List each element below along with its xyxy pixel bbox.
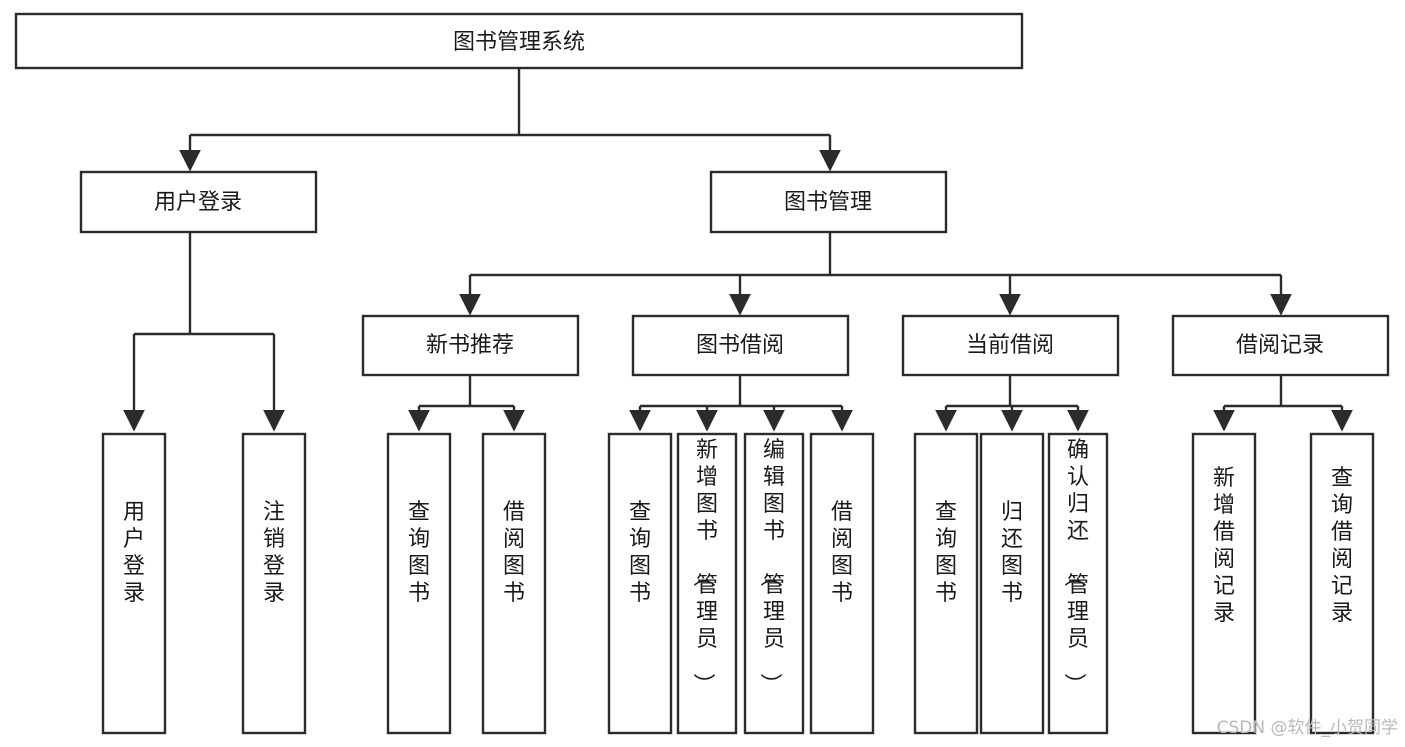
node-current-borrow-box[interactable] xyxy=(901,314,1120,377)
csdn-watermark: CSDN @软件_小贺同学 xyxy=(1217,718,1398,738)
node-leaf-user-login-box[interactable] xyxy=(101,432,167,735)
connector-group-borrow-record xyxy=(1213,375,1353,432)
node-leaf-add-record-label: 新增借阅记录 xyxy=(1213,466,1235,626)
connector-group-root xyxy=(179,68,841,172)
node-leaf-logout-login-box[interactable] xyxy=(241,432,307,735)
node-leaf-return-book-label: 归还图书 xyxy=(1001,500,1023,606)
connector-group-book-borrow xyxy=(629,375,853,432)
node-leaf-add-book[interactable]: 新增图书（管理员） xyxy=(676,432,738,735)
node-leaf-edit-book[interactable]: 编辑图书（管理员） xyxy=(743,432,805,735)
node-leaf-query-book-2[interactable]: 查询图书 xyxy=(607,432,673,735)
node-leaf-confirm-return[interactable]: 确认归还（管理员） xyxy=(1047,432,1109,735)
connector-group-book-manage xyxy=(459,232,1292,316)
connector-group-user-login xyxy=(123,232,285,432)
node-leaf-borrow-book-1-box[interactable] xyxy=(481,432,547,735)
node-leaf-add-record-box[interactable] xyxy=(1191,432,1257,735)
node-book-manage[interactable]: 图书管理 xyxy=(709,170,948,234)
node-leaf-query-book-3[interactable]: 查询图书 xyxy=(913,432,979,735)
node-leaf-user-login[interactable]: 用户登录 xyxy=(101,432,167,735)
node-borrow-record-box[interactable] xyxy=(1171,314,1390,377)
node-leaf-borrow-book-2[interactable]: 借阅图书 xyxy=(809,432,875,735)
node-current-borrow[interactable]: 当前借阅 xyxy=(901,314,1120,377)
node-book-manage-label: 图书管理 xyxy=(784,190,872,215)
node-book-manage-box[interactable] xyxy=(709,170,948,234)
node-leaf-return-book[interactable]: 归还图书 xyxy=(979,432,1045,735)
node-borrow-record-label: 借阅记录 xyxy=(1236,333,1324,358)
node-leaf-query-book-2-box[interactable] xyxy=(607,432,673,735)
node-leaf-logout-login[interactable]: 注销登录 xyxy=(241,432,307,735)
node-leaf-confirm-return-label: 确认归还（管理员） xyxy=(1061,438,1089,695)
node-root-box[interactable] xyxy=(14,12,1024,70)
node-leaf-borrow-book-2-label: 借阅图书 xyxy=(831,500,853,606)
node-leaf-query-record[interactable]: 查询借阅记录 xyxy=(1309,432,1375,735)
node-user-login-box[interactable] xyxy=(79,170,318,234)
node-leaf-edit-book-label: 编辑图书（管理员） xyxy=(757,438,785,695)
node-leaf-return-book-box[interactable] xyxy=(979,432,1045,735)
node-leaf-borrow-book-1-label: 借阅图书 xyxy=(503,500,525,606)
node-leaf-query-book-1[interactable]: 查询图书 xyxy=(386,432,452,735)
node-leaf-add-book-label: 新增图书（管理员） xyxy=(690,438,718,695)
node-book-borrow-box[interactable] xyxy=(631,314,850,377)
node-user-login[interactable]: 用户登录 xyxy=(79,170,318,234)
node-leaf-borrow-book-2-box[interactable] xyxy=(809,432,875,735)
node-leaf-query-record-label: 查询借阅记录 xyxy=(1331,466,1353,626)
node-leaf-logout-login-label: 注销登录 xyxy=(263,500,285,606)
node-book-borrow-label: 图书借阅 xyxy=(696,333,784,358)
node-leaf-query-book-2-label: 查询图书 xyxy=(629,500,651,606)
connector-group-current-borrow xyxy=(935,375,1089,432)
node-borrow-record[interactable]: 借阅记录 xyxy=(1171,314,1390,377)
node-leaf-query-book-1-box[interactable] xyxy=(386,432,452,735)
node-leaf-query-book-1-label: 查询图书 xyxy=(408,500,430,606)
node-leaf-add-record[interactable]: 新增借阅记录 xyxy=(1191,432,1257,735)
node-leaf-query-book-3-label: 查询图书 xyxy=(935,500,957,606)
node-root-label: 图书管理系统 xyxy=(453,30,585,55)
node-book-borrow[interactable]: 图书借阅 xyxy=(631,314,850,377)
node-new-book-recommend-label: 新书推荐 xyxy=(426,333,514,358)
node-new-book-recommend-box[interactable] xyxy=(361,314,580,377)
node-user-login-label: 用户登录 xyxy=(154,190,242,215)
node-leaf-borrow-book-1[interactable]: 借阅图书 xyxy=(481,432,547,735)
node-leaf-add-book-box[interactable] xyxy=(676,432,738,735)
node-leaf-confirm-return-box[interactable] xyxy=(1047,432,1109,735)
node-current-borrow-label: 当前借阅 xyxy=(966,333,1054,358)
connector-group-new-book-recommend xyxy=(408,375,525,432)
node-leaf-edit-book-box[interactable] xyxy=(743,432,805,735)
node-leaf-query-book-3-box[interactable] xyxy=(913,432,979,735)
node-root[interactable]: 图书管理系统 xyxy=(14,12,1024,70)
node-new-book-recommend[interactable]: 新书推荐 xyxy=(361,314,580,377)
node-leaf-query-record-box[interactable] xyxy=(1309,432,1375,735)
node-leaf-user-login-label: 用户登录 xyxy=(123,500,145,606)
